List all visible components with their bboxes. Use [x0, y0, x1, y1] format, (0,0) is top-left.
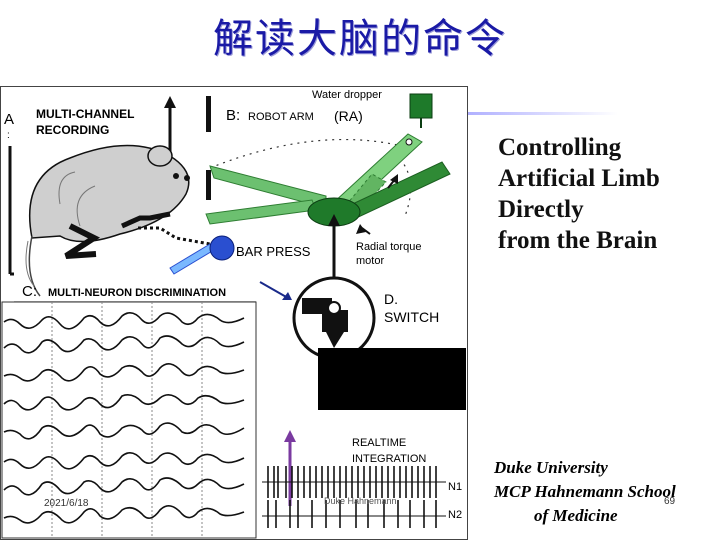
- integration-label: INTEGRATION: [352, 453, 426, 465]
- credit-block: Duke University MCP Hahnemann School of …: [494, 456, 676, 528]
- arrow-up-icon: [164, 96, 176, 108]
- robot-arm: [205, 133, 451, 227]
- credit-line-3: of Medicine: [534, 506, 618, 525]
- credit-line-1: Duke University: [494, 458, 608, 477]
- slide-title: 解读大脑的命令: [213, 16, 507, 62]
- experiment-figure: Water dropper A : MULTI-CHANNEL RECORDIN…: [0, 86, 468, 540]
- side-heading: Controlling Artificial Limb Directly fro…: [498, 132, 660, 256]
- panel-d-title: SWITCH: [384, 309, 439, 325]
- panel-b-letter: B:: [226, 107, 240, 124]
- credit-line-2: MCP Hahnemann School: [494, 482, 676, 501]
- panel-b-title: ROBOT ARM: [248, 111, 314, 123]
- purple-arrow-icon: [284, 430, 296, 442]
- realtime-label: REALTIME: [352, 437, 406, 449]
- side-heading-line-3: Directly: [498, 196, 584, 223]
- panel-a-title: MULTI-CHANNEL: [36, 107, 134, 121]
- water-dropper-label: Water dropper: [312, 89, 382, 101]
- water-dropper-icon: [409, 93, 433, 119]
- spike-raster-n2: [267, 500, 437, 528]
- panel-c-title: MULTI-NEURON DISCRIMINATION: [48, 287, 226, 299]
- side-heading-line-1: Controlling: [498, 134, 622, 161]
- bar-press-label: BAR PRESS: [236, 244, 311, 259]
- n1-label: N1: [448, 481, 462, 493]
- page-number: 69: [664, 496, 676, 507]
- output-display: [318, 348, 466, 410]
- rat-illustration: [25, 144, 190, 297]
- svg-text::: :: [7, 130, 10, 141]
- footer-mid-label: Duke Hahnemann: [324, 496, 397, 506]
- side-heading-line-4: from the Brain: [498, 227, 658, 254]
- panel-d-letter: D.: [384, 291, 398, 307]
- side-heading-line-2: Artificial Limb: [498, 165, 660, 192]
- date-label: 2021/6/18: [44, 498, 89, 509]
- radial-torque-label: Radial torque: [356, 241, 421, 253]
- radial-motor-label: motor: [356, 255, 384, 267]
- panel-c-letter: C:: [22, 283, 37, 300]
- panel-a-letter: A: [4, 111, 14, 128]
- arrow-icon: [282, 292, 292, 300]
- decorative-rule: [468, 112, 718, 115]
- panel-b-abbr: (RA): [334, 108, 363, 124]
- neuron-waveforms: [1, 301, 257, 539]
- panel-a-subtitle: RECORDING: [36, 123, 109, 137]
- n2-label: N2: [448, 509, 462, 521]
- bar-press-knob: [209, 235, 235, 261]
